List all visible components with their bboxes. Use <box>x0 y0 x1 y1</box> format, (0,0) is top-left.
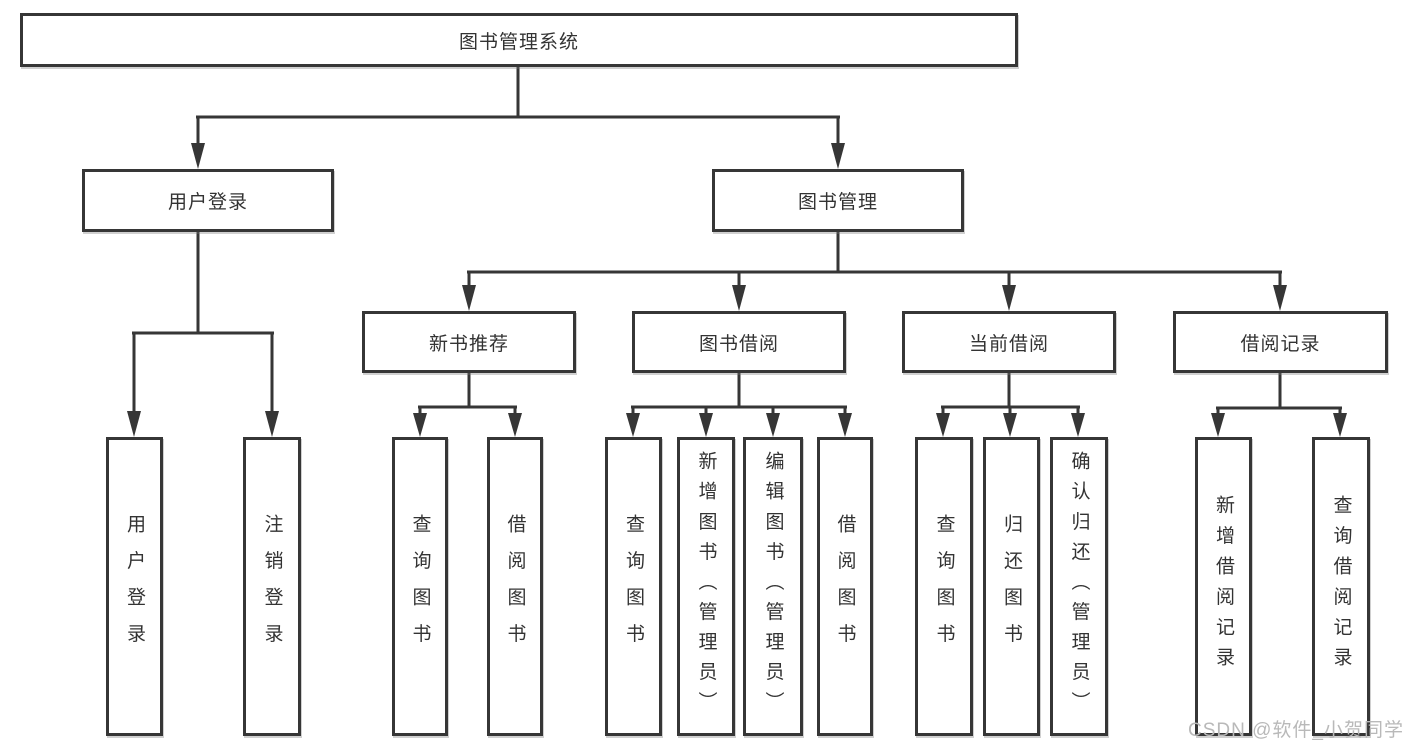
leaf-logout: 注销登录 <box>243 437 301 736</box>
leaf-confirm-return-admin-label: 确认归还（管理员） <box>1068 451 1090 722</box>
leaf-borrow-books-1-label: 借阅图书 <box>504 513 526 660</box>
leaf-edit-books-admin: 编辑图书（管理员） <box>743 437 803 736</box>
leaf-confirm-return-admin: 确认归还（管理员） <box>1050 437 1108 736</box>
node-book-management: 图书管理 <box>712 169 964 232</box>
connector-records-to-leaves <box>1211 373 1347 437</box>
leaf-query-borrow-record: 查询借阅记录 <box>1312 437 1370 736</box>
leaf-query-books-2-label: 查询图书 <box>623 513 644 660</box>
connector-root-to-level2 <box>191 67 845 169</box>
leaf-return-books-label: 归还图书 <box>1001 513 1022 660</box>
node-current-borrowing-label: 当前借阅 <box>968 333 1049 355</box>
leaf-return-books: 归还图书 <box>983 437 1040 736</box>
node-borrowing-records: 借阅记录 <box>1173 311 1388 373</box>
node-new-book-recommend-label: 新书推荐 <box>428 333 509 355</box>
connector-login-to-leaves <box>127 232 279 437</box>
leaf-edit-books-admin-label: 编辑图书（管理员） <box>762 451 784 722</box>
leaf-logout-label: 注销登录 <box>261 513 283 660</box>
node-new-book-recommend: 新书推荐 <box>362 311 576 373</box>
connector-borrow-to-leaves <box>626 373 852 437</box>
connector-current-to-leaves <box>936 373 1085 437</box>
leaf-query-books-1-label: 查询图书 <box>409 513 431 660</box>
leaf-user-login: 用户登录 <box>106 437 163 736</box>
leaf-query-books-3-label: 查询图书 <box>933 513 955 660</box>
connector-bookmgmt-to-level3 <box>462 232 1287 311</box>
leaf-add-borrow-record: 新增借阅记录 <box>1195 437 1252 736</box>
node-root: 图书管理系统 <box>20 13 1018 67</box>
leaf-query-books-3: 查询图书 <box>915 437 973 736</box>
leaf-query-borrow-record-label: 查询借阅记录 <box>1330 495 1352 678</box>
node-book-management-label: 图书管理 <box>797 192 878 213</box>
node-root-label: 图书管理系统 <box>458 31 579 53</box>
node-user-login-label: 用户登录 <box>167 192 248 213</box>
leaf-query-books-2: 查询图书 <box>605 437 662 736</box>
leaf-borrow-books-1: 借阅图书 <box>487 437 543 736</box>
node-user-login: 用户登录 <box>82 169 334 232</box>
leaf-add-borrow-record-label: 新增借阅记录 <box>1213 495 1234 678</box>
node-book-borrowing: 图书借阅 <box>632 311 846 373</box>
node-borrowing-records-label: 借阅记录 <box>1240 333 1321 355</box>
leaf-borrow-books-2: 借阅图书 <box>817 437 873 736</box>
connector-newbook-to-leaves <box>413 373 522 437</box>
leaf-borrow-books-2-label: 借阅图书 <box>834 513 856 660</box>
leaf-user-login-label: 用户登录 <box>124 513 145 660</box>
leaf-add-books-admin: 新增图书（管理员） <box>677 437 735 736</box>
csdn-watermark: CSDN @软件_小贺同学 <box>1188 720 1404 741</box>
leaf-query-books-1: 查询图书 <box>392 437 448 736</box>
node-current-borrowing: 当前借阅 <box>902 311 1116 373</box>
leaf-add-books-admin-label: 新增图书（管理员） <box>695 451 717 722</box>
node-book-borrowing-label: 图书借阅 <box>698 333 779 355</box>
